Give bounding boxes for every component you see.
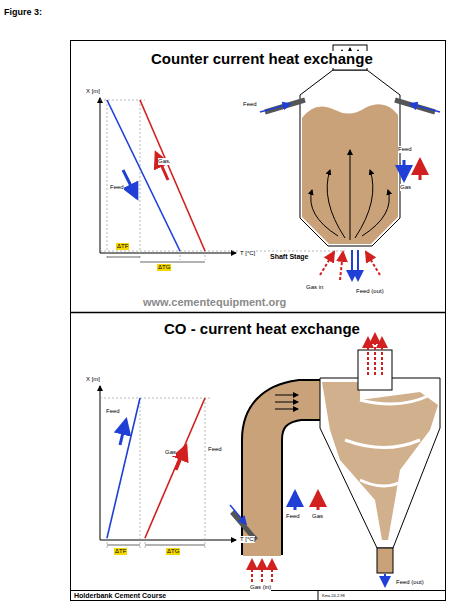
axis-label: X [m] xyxy=(86,88,100,95)
delta-label: ΔTF xyxy=(114,548,127,555)
curve-label: Feed xyxy=(110,184,124,191)
footer-code: Kma 24.2.98 xyxy=(322,594,345,598)
curve-label: Gas xyxy=(165,449,176,456)
panel-title: Counter current heat exchange xyxy=(151,51,373,68)
curve-label: Gas xyxy=(158,158,169,165)
flow-label: Feed xyxy=(208,446,222,453)
delta-label: ΔTG xyxy=(157,264,171,271)
flow-label: Gas in xyxy=(306,284,323,291)
panel-title: CO - current heat exchange xyxy=(164,321,360,338)
axis-label: X [m] xyxy=(86,376,100,383)
flow-label: Feed xyxy=(398,146,412,153)
stage-label: Shaft Stage xyxy=(270,253,309,261)
delta-label: ΔTF xyxy=(116,243,129,250)
flow-label: Gas (in) xyxy=(250,584,271,591)
figure-number: Figure 3: xyxy=(4,8,42,18)
flow-label: Feed (out) xyxy=(396,579,424,586)
flow-label: Feed xyxy=(243,101,257,108)
flow-label: Feed (out) xyxy=(356,288,384,295)
flow-label: Gas xyxy=(312,513,323,520)
delta-label: ΔTG xyxy=(166,548,180,555)
axis-label: T [°C] xyxy=(240,536,255,543)
footer-text: Holderbank Cement Course xyxy=(74,592,166,600)
curve-label: Feed xyxy=(106,408,120,415)
flow-label: Gas xyxy=(400,184,411,191)
axis-label: T [°C] xyxy=(240,250,255,257)
watermark: www.cementequipment.org xyxy=(143,296,286,308)
flow-label: Feed xyxy=(286,513,300,520)
